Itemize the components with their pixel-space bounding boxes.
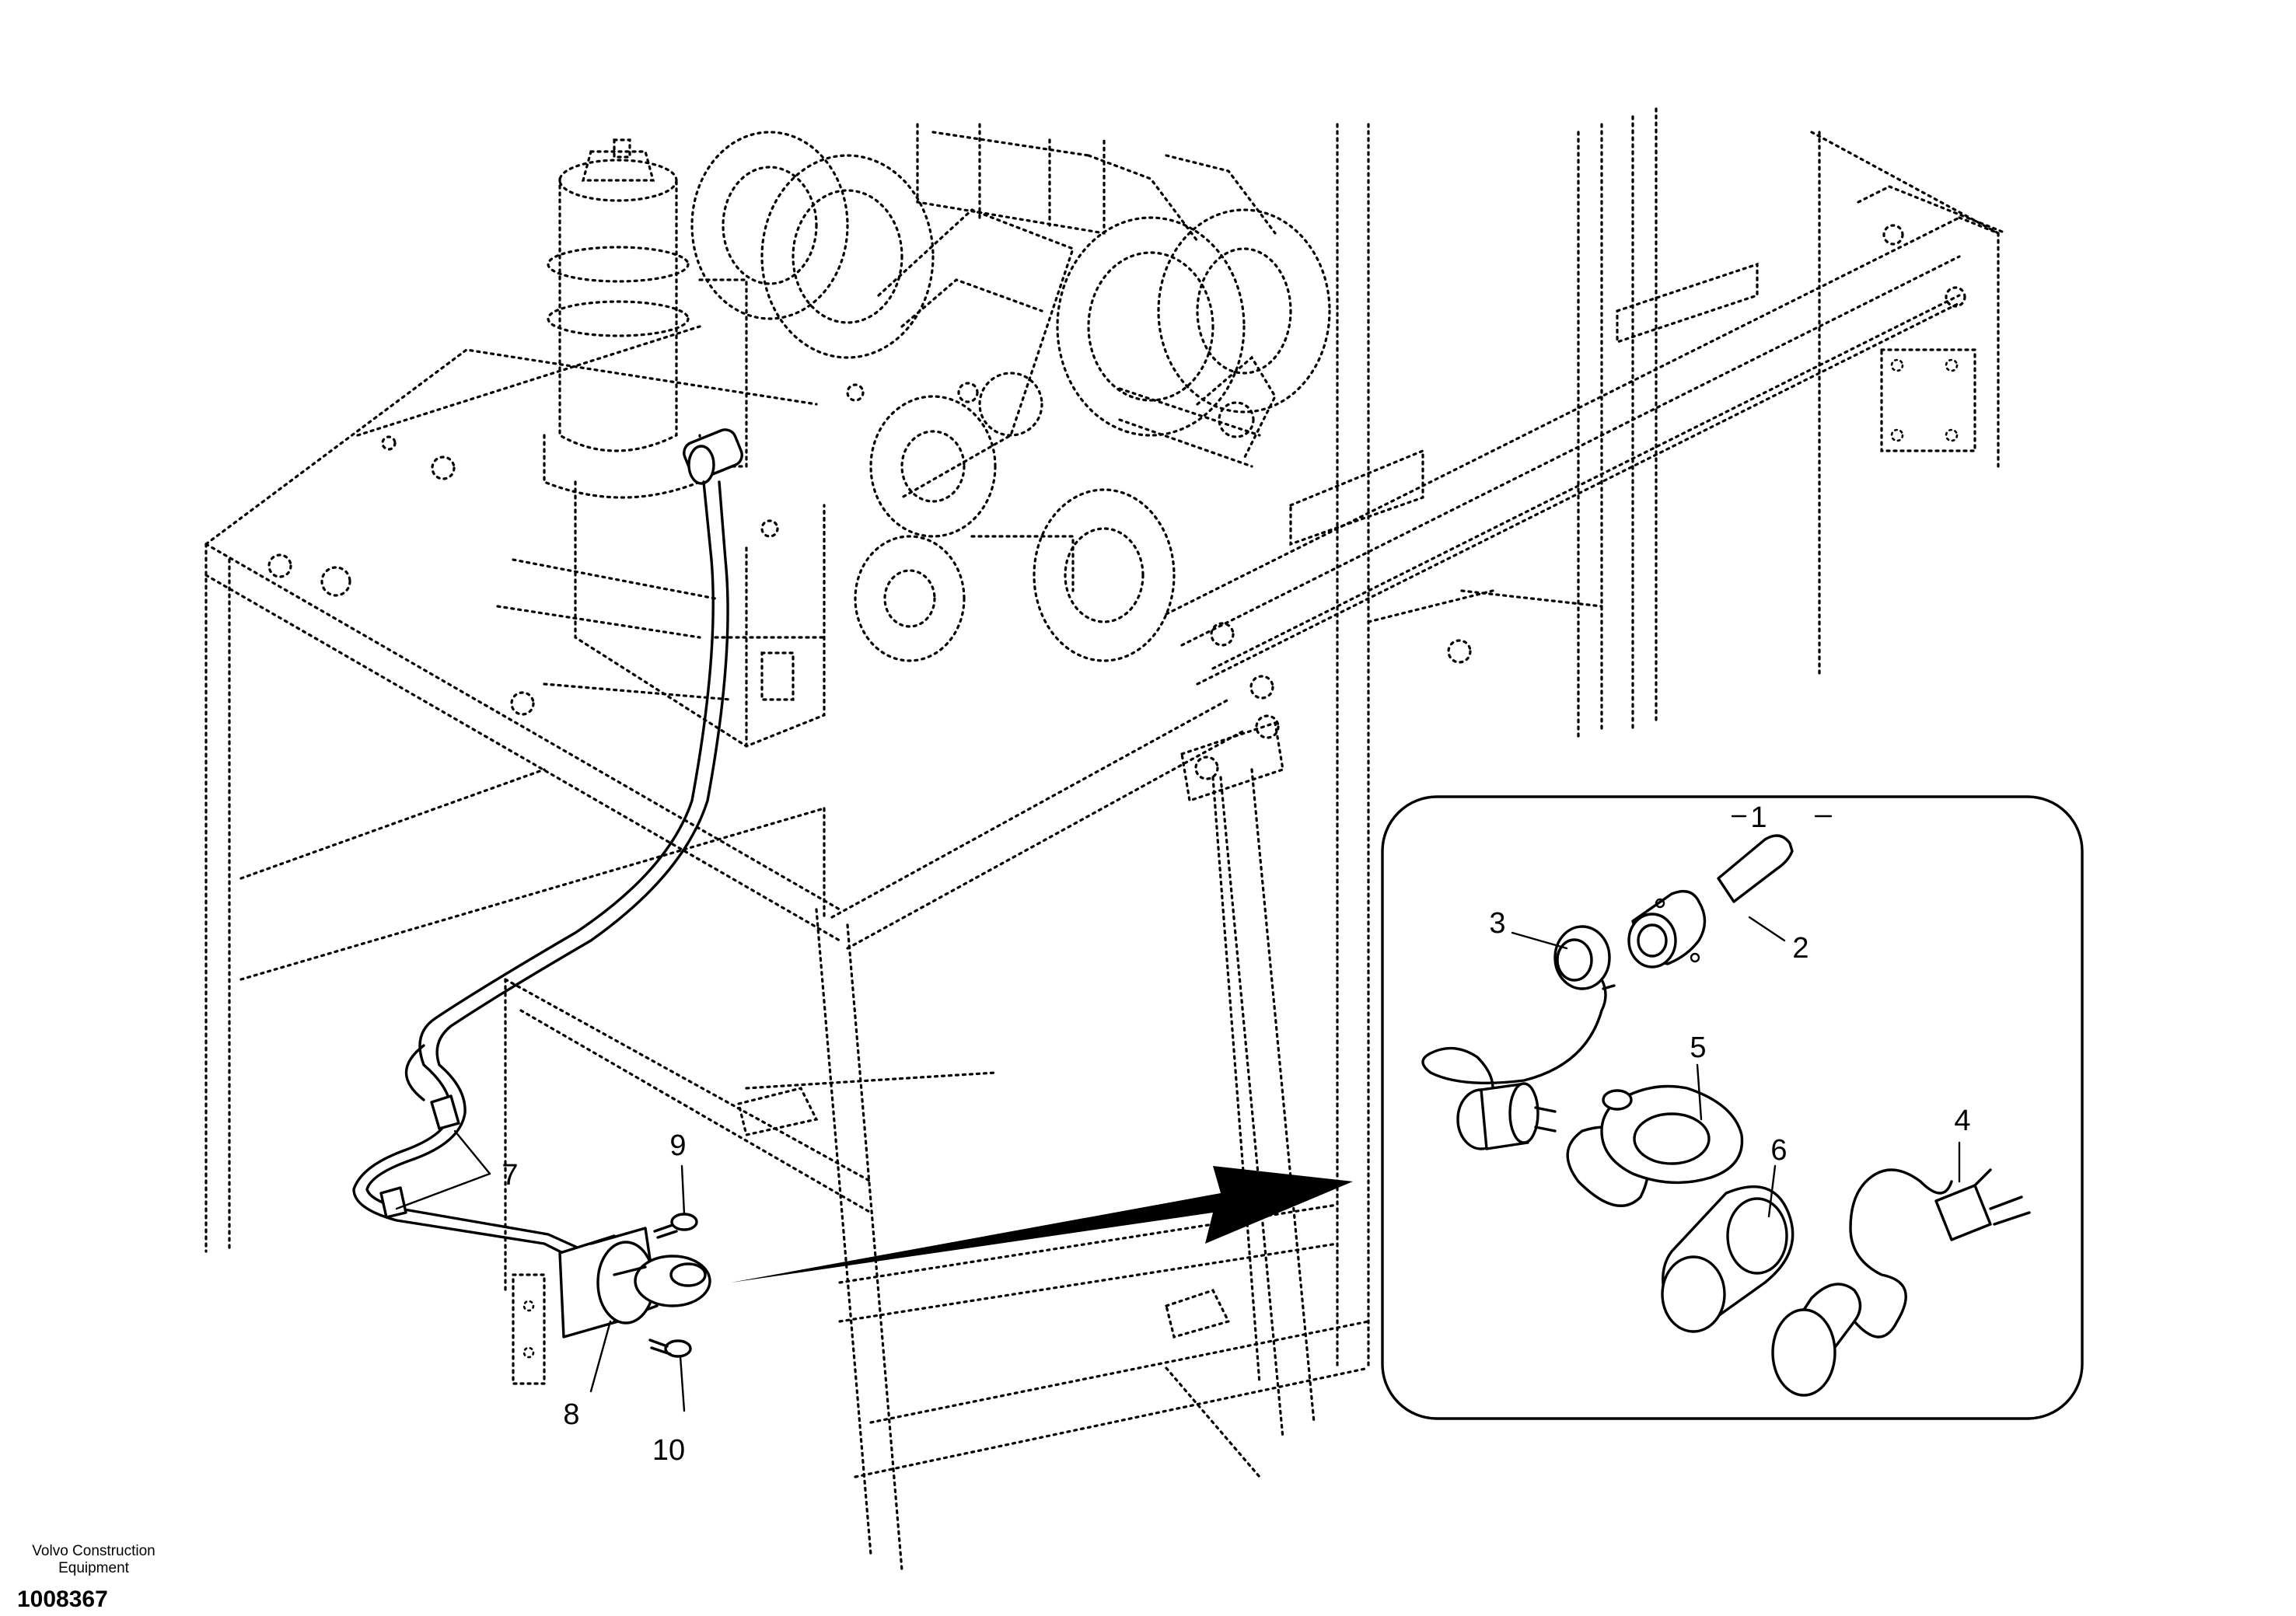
inset-leaders: [1511, 815, 1961, 1218]
socket-cable: [352, 428, 743, 1261]
brand-line-2: Equipment: [58, 1560, 129, 1576]
callout-5: 5: [1690, 1031, 1706, 1064]
socket-bracket-assembly: [558, 1213, 711, 1358]
callout-8: 8: [563, 1398, 579, 1431]
plug-with-cable-icon: [1771, 1168, 2031, 1397]
protective-cap-icon: [1421, 925, 1616, 1090]
machine-frame: [204, 107, 2008, 1572]
callout-leaders: [395, 1129, 686, 1412]
callout-1: 1: [1750, 801, 1767, 834]
callout-7: 7: [501, 1159, 518, 1192]
callout-10: 10: [652, 1434, 685, 1467]
plug-body-icon: [1456, 1082, 1557, 1150]
hinged-cover-icon: [1566, 1084, 1744, 1207]
callout-9: 9: [669, 1129, 686, 1162]
callout-3: 3: [1489, 907, 1505, 940]
callout-4: 4: [1954, 1105, 1970, 1137]
brand-caption: Volvo Construction Equipment: [14, 1543, 173, 1577]
engine-assembly: [543, 123, 1331, 748]
callout-2: 2: [1792, 932, 1808, 965]
drawing-number: 1008367: [17, 1586, 108, 1612]
flange-socket-icon: [1627, 834, 1794, 969]
socket-sleeve-icon: [1661, 1185, 1795, 1333]
callout-6: 6: [1770, 1134, 1787, 1167]
detail-arrow: [731, 1166, 1353, 1283]
brand-line-1: Volvo Construction: [32, 1543, 156, 1559]
detail-inset: [1381, 795, 2084, 1420]
upper-bolt-icon: [653, 1213, 698, 1239]
callout-labels: 1 2 3 4 5 6 7 8 9 10: [501, 801, 1970, 1467]
lower-bolt-icon: [648, 1339, 692, 1358]
